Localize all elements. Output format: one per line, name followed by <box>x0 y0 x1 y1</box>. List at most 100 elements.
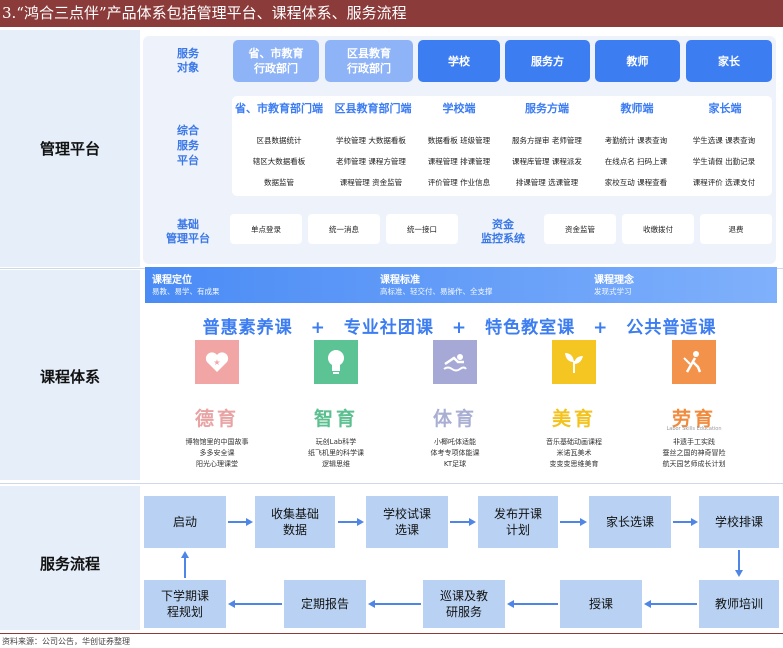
curriculum-standard-sub: 高标准、轻交付、易操作、全支撑 <box>380 287 493 296</box>
flow-step-teacher-training: 教师培训 <box>699 580 779 628</box>
platform-item: 家校互动 课程查看 <box>604 178 668 187</box>
fund-monitor-label: 资金 监控系统 <box>481 218 525 245</box>
flow-step-teaching: 授课 <box>560 580 642 628</box>
swimmer-icon <box>433 340 477 384</box>
target-county: 区县教育 行政部门 <box>325 40 413 82</box>
platform-item: 学校管理 大数据看板 <box>336 136 406 145</box>
platform-head-teacher: 教师端 <box>620 102 654 115</box>
flow-arrow-left <box>651 603 697 605</box>
yu-title-moral: 德育 <box>194 408 239 430</box>
flow-arrow-left <box>228 600 235 608</box>
flow-arrow-right <box>691 518 698 526</box>
platform-item: 数据监管 <box>264 178 294 187</box>
yu-title-aesthetic: 美育 <box>551 408 596 430</box>
yu-item: KT足球 <box>443 460 467 468</box>
lightbulb-icon <box>314 340 358 384</box>
yu-item: 非遗手工实践 <box>673 438 715 446</box>
target-school: 学校 <box>418 40 500 82</box>
section-curriculum-bg <box>0 270 140 480</box>
fund-item: 收缴拨付 <box>622 214 694 244</box>
flow-arrow-right <box>580 518 587 526</box>
flow-step-start: 启动 <box>144 496 226 548</box>
curriculum-standard: 课程标准 高标准、轻交付、易操作、全支撑 <box>380 271 493 297</box>
yu-item: 多多安全课 <box>199 449 235 457</box>
curriculum-positioning: 课程定位 易教、易学、有成果 <box>152 271 220 297</box>
flow-arrow-down <box>735 570 743 577</box>
flow-arrow-left <box>507 600 514 608</box>
yu-title-labor: 劳育 <box>671 408 716 430</box>
flow-arrow-right <box>469 518 476 526</box>
yu-title-physical: 体育 <box>432 408 477 430</box>
platform-item: 区县数据统计 <box>256 136 302 145</box>
target-province: 省、市教育 行政部门 <box>233 40 319 82</box>
platform-item: 老师管理 课程方管理 <box>336 157 406 166</box>
platform-item: 在线点名 扫码上课 <box>604 157 668 166</box>
base-item: 单点登录 <box>230 214 302 244</box>
yu-item: 米诺瓦美术 <box>556 449 592 457</box>
curriculum-header-bar <box>145 267 777 303</box>
platform-head-parent: 家长端 <box>708 102 742 115</box>
bottom-rule <box>0 633 783 634</box>
flow-arrow-left <box>368 600 375 608</box>
curriculum-philosophy: 课程理念 发现式学习 <box>594 271 634 297</box>
service-target-label: 服务 对象 <box>177 47 199 74</box>
curriculum-standard-title: 课程标准 <box>380 275 420 286</box>
section-label-management: 管理平台 <box>39 140 100 158</box>
platform-head-county: 区县教育部门端 <box>334 102 412 115</box>
flow-arrow-right <box>246 518 253 526</box>
section-service-bg <box>0 486 140 630</box>
flow-arrow-left <box>644 600 651 608</box>
page-title: 3.“鸿合三点伴”产品体系包括管理平台、课程体系、服务流程 <box>0 0 783 27</box>
platform-item: 学生请假 出勤记录 <box>692 157 756 166</box>
platform-item: 评价管理 作业信息 <box>427 178 491 187</box>
flow-step-publish-plan: 发布开课 计划 <box>478 496 558 548</box>
yu-item: 小椰吒体适能 <box>434 438 476 446</box>
section-label-service: 服务流程 <box>39 555 100 573</box>
platform-head-provider: 服务方端 <box>525 102 569 115</box>
section-management-bg <box>0 30 140 267</box>
course-type-line: 普惠素养课 + 专业社团课 + 特色教室课 + 公共普适课 <box>202 318 717 338</box>
platform-head-province: 省、市教育部门端 <box>235 102 323 115</box>
platform-head-school: 学校端 <box>442 102 476 115</box>
flow-step-parent-select: 家长选课 <box>589 496 671 548</box>
platform-item: 课程管理 排课管理 <box>427 157 491 166</box>
integrated-platform-panel <box>232 96 772 196</box>
base-item: 统一接口 <box>386 214 458 244</box>
flow-arrow-right <box>228 521 246 523</box>
target-service-provider: 服务方 <box>505 40 590 82</box>
target-teacher: 教师 <box>595 40 680 82</box>
flow-step-school-trial: 学校试课 选课 <box>366 496 448 548</box>
yu-sub-labor: Labor Skills Education <box>666 426 722 432</box>
yu-item: 玩创Lab科学 <box>315 438 357 446</box>
yu-item: 蚕丝之国的神奇冒险 <box>662 449 726 457</box>
yu-item: 航天园艺师成长计划 <box>662 460 726 468</box>
curriculum-philosophy-sub: 发现式学习 <box>594 287 632 296</box>
flow-arrow-left <box>514 603 558 605</box>
fund-item: 资金监管 <box>544 214 616 244</box>
flow-step-school-schedule: 学校排课 <box>699 496 779 548</box>
curriculum-positioning-title: 课程定位 <box>152 275 192 286</box>
integrated-platform-label: 综合 服务 平台 <box>177 123 199 167</box>
worker-icon <box>672 340 716 384</box>
flow-arrow-up <box>184 558 186 578</box>
platform-item: 课程管理 资金监管 <box>339 178 403 187</box>
platform-item: 考勤统计 课表查询 <box>604 136 668 145</box>
yu-item: 音乐基础动画课程 <box>546 438 602 446</box>
flow-arrow-right <box>673 521 691 523</box>
divider <box>0 483 783 484</box>
sprout-icon <box>552 340 596 384</box>
platform-item: 数据看板 班级管理 <box>427 136 491 145</box>
curriculum-philosophy-title: 课程理念 <box>594 275 634 286</box>
heart-icon: ★ <box>195 340 239 384</box>
yu-title-intellectual: 智育 <box>313 408 358 430</box>
flow-arrow-right <box>560 521 580 523</box>
flow-arrow-right <box>357 518 364 526</box>
platform-item: 排课管理 选课管理 <box>515 178 579 187</box>
base-platform-label: 基础 管理平台 <box>166 218 210 245</box>
flow-arrow-left <box>375 603 421 605</box>
yu-item: 纸飞机里的科学课 <box>308 449 364 457</box>
flow-arrow-right <box>450 521 469 523</box>
platform-item: 课程评价 选课支付 <box>692 178 756 187</box>
platform-item: 服务方提审 老师管理 <box>512 136 582 145</box>
flow-step-next-term-plan: 下学期课 程规划 <box>144 580 226 628</box>
